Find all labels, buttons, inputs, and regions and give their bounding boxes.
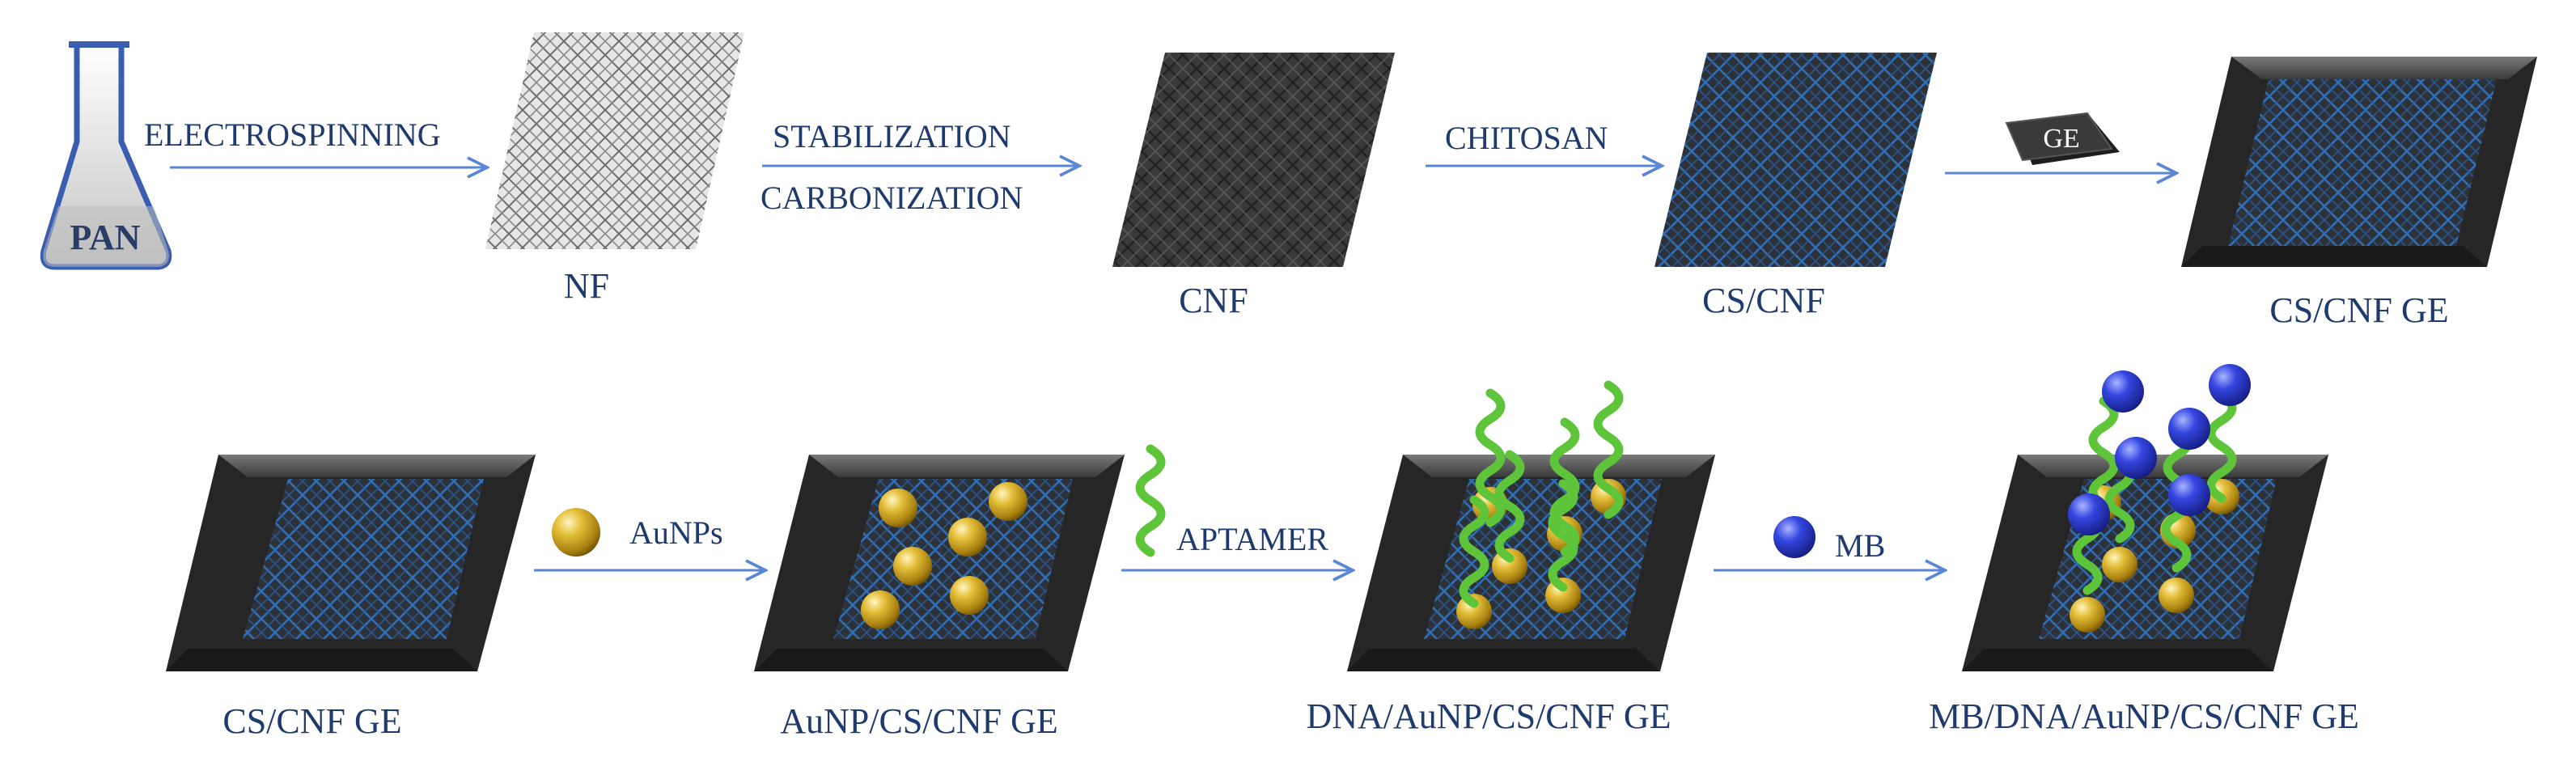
pan-flask: PAN [40,41,172,270]
label-aunp-cs-cnf-ge: AuNP/CS/CNF GE [780,701,1058,741]
gold-nanoparticle-icon [552,508,600,557]
electrode-cs-cnf-ge-top [2181,57,2537,267]
label-aunps: AuNPs [629,514,723,551]
label-cs-cnf: CS/CNF [1702,281,1825,320]
gold-nanoparticles [861,482,1027,629]
methylene-blue-molecules [2068,364,2251,535]
label-electrospinning: ELECTROSPINNING [144,116,441,153]
label-mb-dna-aunp-cs-cnf-ge: MB/DNA/AuNP/CS/CNF GE [1929,696,2359,736]
label-ge-chip: GE [2043,124,2079,154]
label-cs-cnf-ge-bottom: CS/CNF GE [222,701,401,741]
electrode-aunp-cs-cnf-ge [754,455,1125,671]
label-stabilization: STABILIZATION [773,118,1011,154]
label-mb: MB [1835,527,1885,564]
label-cs-cnf-ge-top: CS/CNF GE [2269,290,2448,330]
graphite-electrode-icon: GE [2005,112,2120,165]
label-chitosan: CHITOSAN [1445,120,1608,156]
aptamer-strands [1459,380,1624,608]
label-carbonization: CARBONIZATION [761,180,1023,216]
cs-cnf-sheet [1654,53,1937,267]
label-cnf: CNF [1179,281,1248,320]
aptamer-strand-icon [1135,444,1166,557]
label-dna-aunp-cs-cnf-ge: DNA/AuNP/CS/CNF GE [1306,696,1671,736]
label-nf: NF [564,266,609,306]
nf-nanofiber-sheet [485,32,744,249]
methylene-blue-icon [1773,516,1815,558]
electrode-cs-cnf-ge-bottom [166,455,536,671]
erlenmeyer-flask-icon [40,41,172,270]
electrode-dna-aunp-cs-cnf-ge [1347,380,1715,671]
flask-label: PAN [70,218,140,257]
electrode-mb-dna-aunp-cs-cnf-ge [1962,364,2328,671]
label-aptamer: APTAMER [1176,521,1328,557]
cnf-carbon-nanofiber-sheet [1112,53,1395,267]
